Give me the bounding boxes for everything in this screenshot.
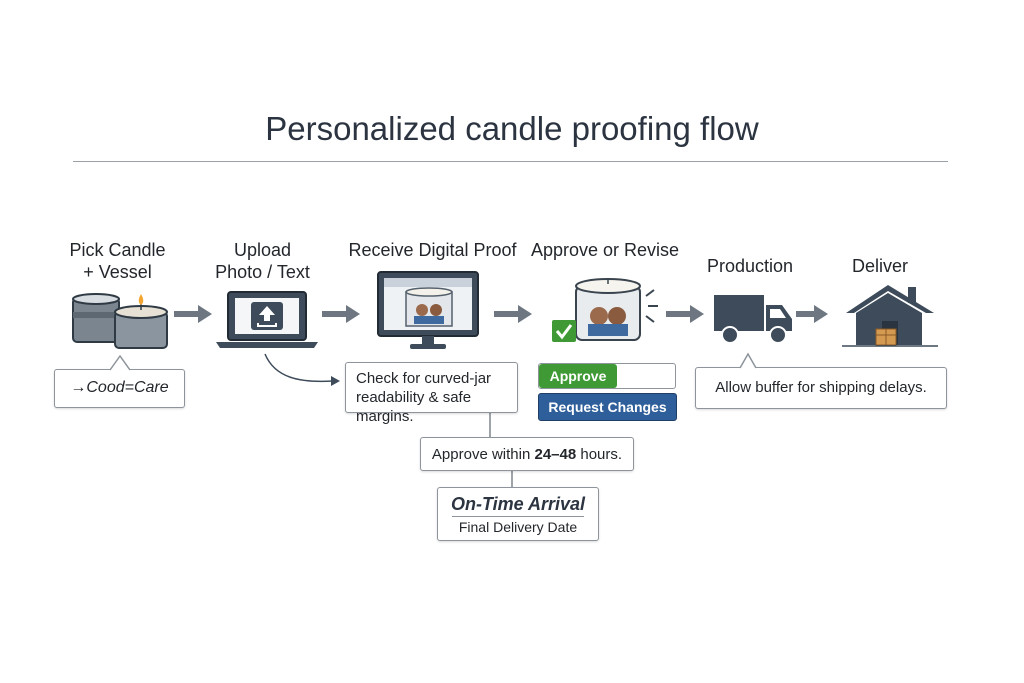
- arrow-1: [174, 305, 212, 323]
- truck-icon: [714, 295, 792, 344]
- arrow-4: [666, 305, 704, 323]
- approve-button[interactable]: Approve: [539, 364, 617, 388]
- arrow-5: [796, 305, 828, 323]
- step-pick-candle-label: Pick Candle + Vessel: [69, 240, 166, 282]
- proof-check-note: Check for curved-jar readability & safe …: [345, 362, 518, 425]
- monitor-proof-icon: [377, 271, 479, 349]
- care-note-pointer: [109, 354, 131, 371]
- house-package-icon: [842, 285, 938, 347]
- laptop-upload-icon: [216, 291, 318, 348]
- step-receive-proof-label: Receive Digital Proof: [348, 240, 517, 260]
- candle-icon: [72, 293, 168, 349]
- page-title: Personalized candle proofing flow: [265, 110, 759, 147]
- step-production-label: Production: [706, 256, 794, 276]
- title-divider: [73, 161, 948, 162]
- request-changes-button[interactable]: Request Changes: [538, 393, 677, 421]
- approve-window-note: Approve within 24–48 hours.: [420, 437, 634, 471]
- arrow-2: [322, 305, 360, 323]
- shipping-buffer-note: Allow buffer for shipping delays.: [695, 367, 947, 409]
- step-deliver-label: Deliver: [851, 256, 908, 276]
- approve-progress: Approve: [538, 363, 676, 389]
- step-upload-label: Upload Photo / Text: [215, 240, 310, 282]
- arrival-box: On-Time Arrival Final Delivery Date: [437, 487, 599, 541]
- care-note: →Cood=Care: [54, 369, 185, 408]
- arrival-divider: [452, 516, 584, 517]
- arrow-3: [494, 305, 532, 323]
- jar-approve-icon: [552, 278, 658, 342]
- shipping-note-pointer: [739, 352, 757, 369]
- step-approve-revise-label: Approve or Revise: [530, 240, 680, 260]
